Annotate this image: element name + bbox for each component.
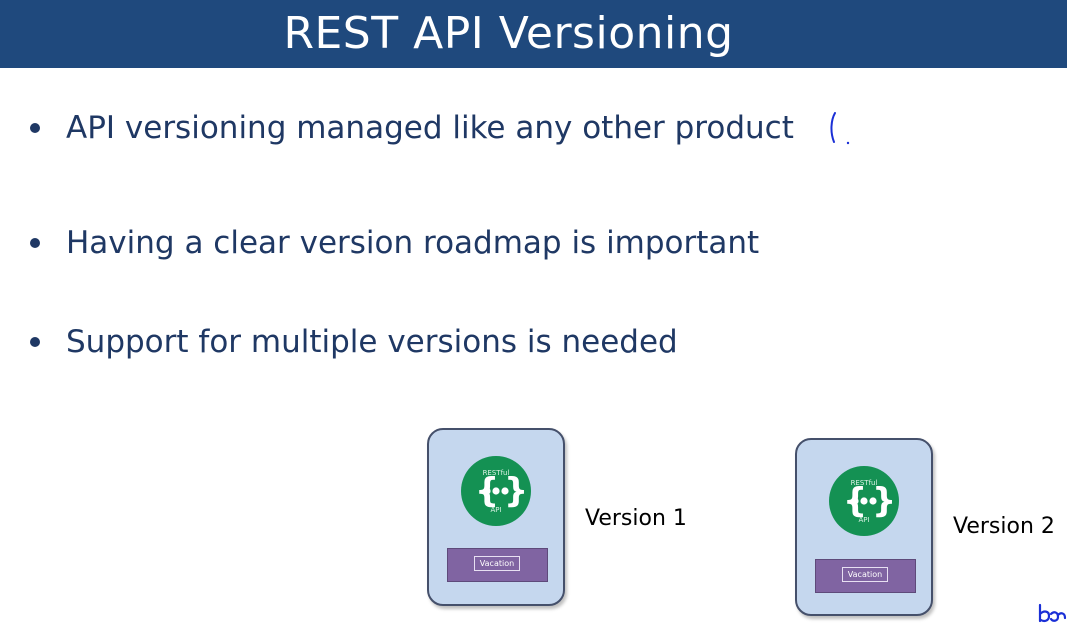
badge-api-label: API [490,506,502,514]
curly-braces-icon: { } [843,481,896,521]
badge-restful-label: RESTful [482,469,510,477]
pen-scribble-icon [1038,603,1067,623]
bullet-item-2: Having a clear version roadmap is import… [30,225,759,261]
resource-bar: Vacation [447,548,548,582]
title-bar: REST API Versioning [0,0,1067,68]
bullet-text-3: Support for multiple versions is needed [66,324,678,360]
version-label-1: Version 1 [585,506,687,531]
curly-braces-icon: { } [475,471,528,511]
version-label-2: Version 2 [953,514,1055,539]
bullet-dot-icon [30,337,40,347]
resource-label: Vacation [842,567,888,582]
resource-bar: Vacation [815,559,916,593]
bullet-text-2: Having a clear version roadmap is import… [66,225,760,261]
restful-api-badge-icon: RESTful { } API [461,456,531,526]
bullet-dot-icon [30,238,40,248]
pen-annotation-icon [830,112,850,145]
bullet-item-1: API versioning managed like any other pr… [30,110,794,146]
bullet-text-1: API versioning managed like any other pr… [66,110,794,146]
badge-api-label: API [858,516,870,524]
resource-label: Vacation [474,556,520,571]
slide-title: REST API Versioning [283,8,734,59]
bullet-dot-icon [30,123,40,133]
api-card-v2: RESTful { } API Vacation [795,438,933,616]
restful-api-badge-icon: RESTful { } API [829,466,899,536]
bullet-item-3: Support for multiple versions is needed [30,324,678,360]
badge-restful-label: RESTful [850,479,878,487]
api-card-v1: RESTful { } API Vacation [427,428,565,606]
